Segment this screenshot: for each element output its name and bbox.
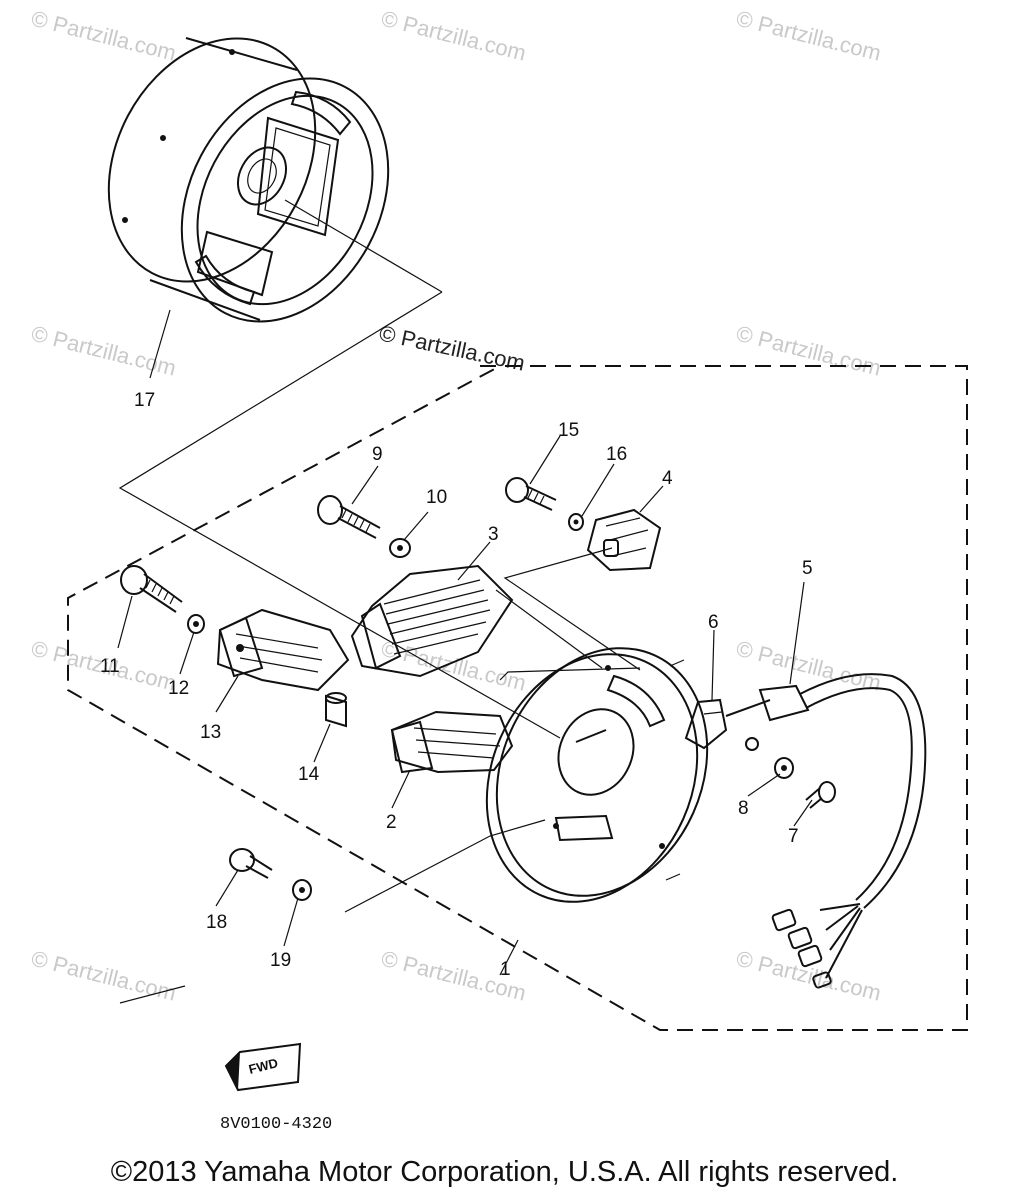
watermark: © Partzilla.com [29, 946, 179, 1006]
part-number-19: 19 [270, 950, 291, 971]
watermark: © Partzilla.com [29, 321, 179, 381]
diagram-code: 8V0100-4320 [220, 1115, 332, 1134]
pickup-coil-6 [684, 698, 759, 751]
coil-13 [216, 608, 350, 692]
washer-8 [774, 757, 794, 779]
collar-14 [325, 692, 347, 728]
part-number-2: 2 [386, 812, 397, 833]
screw-7 [805, 781, 836, 809]
part-number-18: 18 [206, 912, 227, 933]
part-number-7: 7 [788, 826, 799, 847]
part-number-10: 10 [426, 487, 447, 508]
part-number-16: 16 [606, 444, 627, 465]
part-number-4: 4 [662, 468, 673, 489]
watermark: © Partzilla.com [734, 321, 884, 381]
watermark: © Partzilla.com [734, 636, 884, 696]
watermark: © Partzilla.com [29, 6, 179, 66]
part-number-12: 12 [168, 678, 189, 699]
screw-18 [229, 848, 273, 879]
coil-4 [586, 508, 662, 572]
stator-base-plate [485, 647, 709, 903]
coil-2 [390, 710, 514, 774]
coil-3 [350, 564, 514, 678]
leader-lines [118, 199, 641, 1004]
washer-16 [568, 513, 584, 531]
part-number-6: 6 [708, 612, 719, 633]
assembly-outline [67, 365, 968, 1031]
bolt-15 [505, 477, 557, 511]
bolt-11 [120, 565, 183, 613]
washer-10 [389, 538, 411, 558]
watermark-center: © Partzilla.com [377, 320, 527, 375]
washer-19 [292, 879, 312, 901]
part-number-15: 15 [558, 420, 579, 441]
watermark: © Partzilla.com [734, 6, 884, 66]
washer-12 [187, 614, 205, 634]
watermark-layer: © Partzilla.com © Partzilla.com © Partzi… [29, 6, 884, 1006]
fwd-arrow-icon: FWD [224, 1042, 302, 1092]
part-number-13: 13 [200, 722, 221, 743]
part-number-11: 11 [100, 656, 120, 677]
wire-harness-5 [725, 673, 927, 989]
part-number-5: 5 [802, 558, 813, 579]
fwd-label: FWD [247, 1055, 279, 1077]
part-number-17: 17 [134, 390, 155, 411]
watermark: © Partzilla.com [379, 6, 529, 66]
callout-leaders [117, 435, 813, 947]
part-number-9: 9 [372, 444, 383, 465]
part-number-14: 14 [298, 764, 320, 785]
part-number-8: 8 [738, 798, 749, 819]
copyright-notice: ©2013 Yamaha Motor Corporation, U.S.A. A… [110, 1156, 899, 1188]
exploded-parts-diagram: © Partzilla.com © Partzilla.com © Partzi… [29, 6, 968, 1134]
bolt-9 [317, 495, 381, 539]
part-number-labels: 1 2 3 4 5 6 7 8 9 10 11 12 13 14 15 16 1… [100, 390, 813, 980]
watermark: © Partzilla.com [379, 636, 529, 696]
part-number-3: 3 [488, 524, 499, 545]
watermark: © Partzilla.com [734, 946, 884, 1006]
flywheel-rotor [107, 37, 390, 379]
part-number-1: 1 [500, 959, 511, 980]
